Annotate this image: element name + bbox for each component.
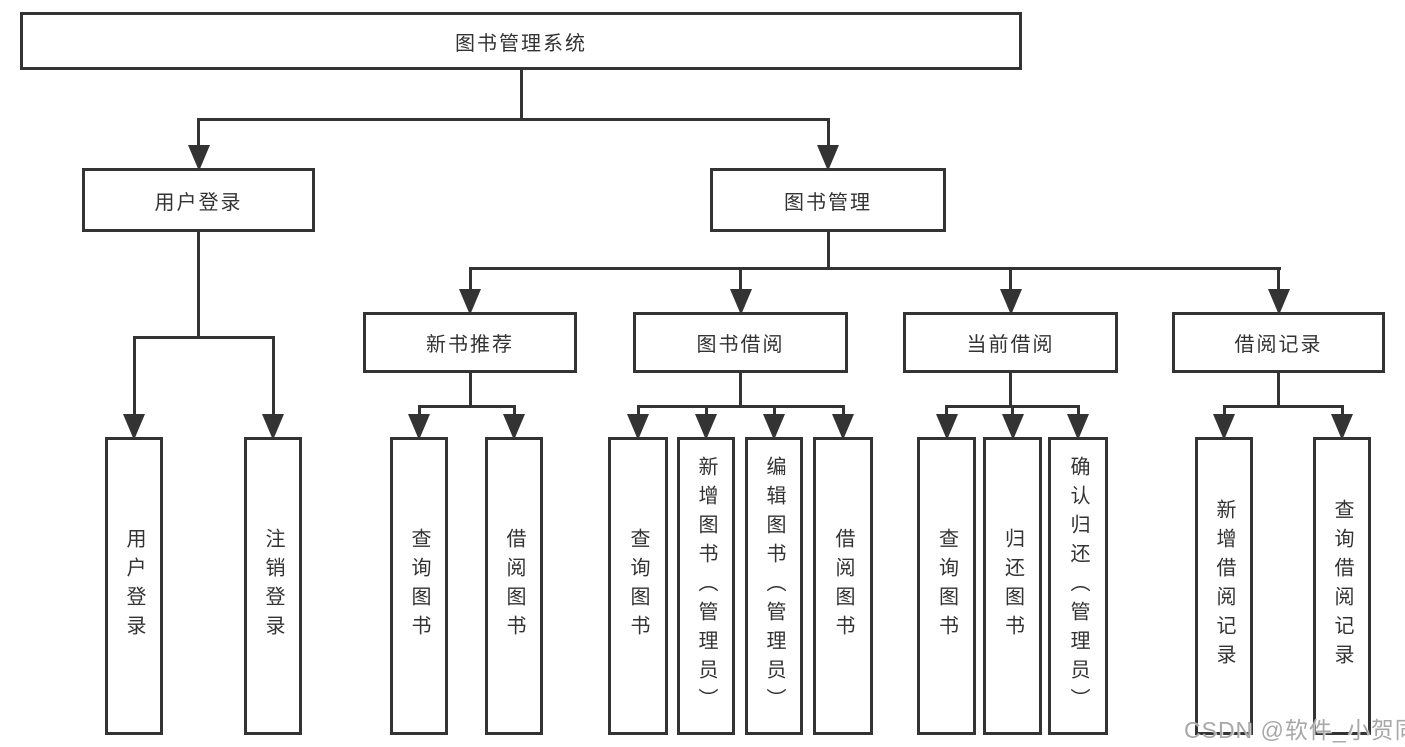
arrow-down-icon [408, 414, 430, 440]
node-cb-return-books: 归还图书 [983, 437, 1042, 735]
arrow-down-icon [1213, 414, 1235, 440]
arrow-down-icon [1067, 414, 1089, 440]
node-borrow-records: 借阅记录 [1172, 312, 1385, 373]
connector-drop [133, 336, 136, 420]
watermark-text: CSDN @软件_小贺同学 [1184, 717, 1405, 743]
connector-stem [197, 232, 200, 339]
connector-stem [739, 373, 742, 408]
arrow-down-icon [1331, 414, 1353, 440]
connector-stem [469, 373, 472, 408]
node-label: 用户登录 [154, 191, 243, 214]
arrow-down-icon [936, 414, 958, 440]
node-label: 借阅记录 [1234, 334, 1323, 356]
connector-bus [133, 336, 275, 339]
node-label: 查询图书 [935, 528, 958, 644]
node-bb-add-books: 新增图书（管理员） [677, 437, 735, 735]
node-label: 新增借阅记录 [1213, 499, 1235, 673]
node-new-book-rec: 新书推荐 [363, 312, 577, 373]
connector-drop [469, 267, 472, 295]
node-bb-query-books: 查询图书 [608, 437, 668, 735]
arrow-down-icon [695, 414, 717, 440]
node-label: 查询图书 [408, 528, 430, 644]
node-logout-action: 注销登录 [244, 437, 302, 735]
arrow-down-icon [262, 414, 284, 440]
connector-bus [1223, 405, 1344, 408]
node-label: 查询图书 [627, 528, 649, 644]
node-bb-borrow-books: 借阅图书 [813, 437, 873, 735]
connector-stem [827, 232, 830, 270]
node-user-login: 用户登录 [82, 168, 315, 232]
node-label: 编辑图书（管理员） [763, 455, 785, 717]
arrow-down-icon [763, 414, 785, 440]
arrow-down-icon [730, 289, 752, 315]
arrow-down-icon [832, 414, 854, 440]
node-book-borrow: 图书借阅 [633, 312, 848, 373]
connector-stem [1277, 373, 1280, 408]
node-book-mgmt: 图书管理 [710, 168, 946, 232]
connector-drop [773, 405, 776, 420]
node-br-query-record: 查询借阅记录 [1313, 437, 1371, 735]
connector-drop [418, 405, 421, 420]
connector-drop [1077, 405, 1080, 420]
node-cb-query-books: 查询图书 [917, 437, 976, 735]
connector-drop [1277, 267, 1280, 295]
node-root: 图书管理系统 [20, 12, 1022, 70]
node-label: 图书借阅 [696, 334, 785, 356]
connector-drop [1009, 267, 1012, 295]
node-nbr-query-books: 查询图书 [390, 437, 448, 735]
node-label: 归还图书 [1001, 528, 1024, 644]
node-label: 借阅图书 [832, 528, 854, 644]
connector-drop [1223, 405, 1226, 420]
arrow-down-icon [1000, 289, 1022, 315]
node-label: 注销登录 [262, 528, 284, 644]
node-br-add-record: 新增借阅记录 [1195, 437, 1253, 735]
arrow-down-icon [188, 145, 210, 171]
connector-bus [469, 267, 1281, 270]
arrow-down-icon [627, 414, 649, 440]
connector-drop [842, 405, 845, 420]
connector-drop [197, 118, 200, 151]
arrow-down-icon [503, 414, 525, 440]
node-label: 图书管理 [784, 191, 872, 214]
node-label: 借阅图书 [503, 528, 525, 644]
connector-stem [1009, 373, 1012, 408]
connector-stem [520, 70, 523, 121]
connector-drop [1011, 405, 1014, 420]
arrow-down-icon [817, 145, 839, 171]
connector-drop [945, 405, 948, 420]
connector-bus [637, 405, 845, 408]
connector-drop [705, 405, 708, 420]
node-nbr-borrow-books: 借阅图书 [485, 437, 543, 735]
node-label: 图书管理系统 [455, 32, 587, 55]
arrow-down-icon [1268, 289, 1290, 315]
arrow-down-icon [459, 289, 481, 315]
connector-drop [637, 405, 640, 420]
connector-bus [197, 118, 830, 121]
connector-drop [513, 405, 516, 420]
node-label: 用户登录 [123, 528, 145, 644]
node-label: 新书推荐 [426, 334, 514, 356]
arrow-down-icon [123, 414, 145, 440]
connector-drop [272, 336, 275, 420]
node-label: 新增图书（管理员） [695, 455, 717, 717]
node-current-borrow: 当前借阅 [903, 312, 1118, 373]
node-cb-confirm-return: 确认归还（管理员） [1048, 437, 1108, 735]
node-user-login-action: 用户登录 [105, 437, 163, 735]
connector-drop [739, 267, 742, 295]
node-label: 查询借阅记录 [1331, 499, 1353, 673]
connector-drop [827, 118, 830, 151]
connector-drop [1341, 405, 1344, 420]
connector-bus [418, 405, 516, 408]
node-bb-edit-books: 编辑图书（管理员） [745, 437, 803, 735]
node-label: 当前借阅 [966, 334, 1055, 356]
node-label: 确认归还（管理员） [1067, 455, 1089, 717]
arrow-down-icon [1002, 414, 1024, 440]
